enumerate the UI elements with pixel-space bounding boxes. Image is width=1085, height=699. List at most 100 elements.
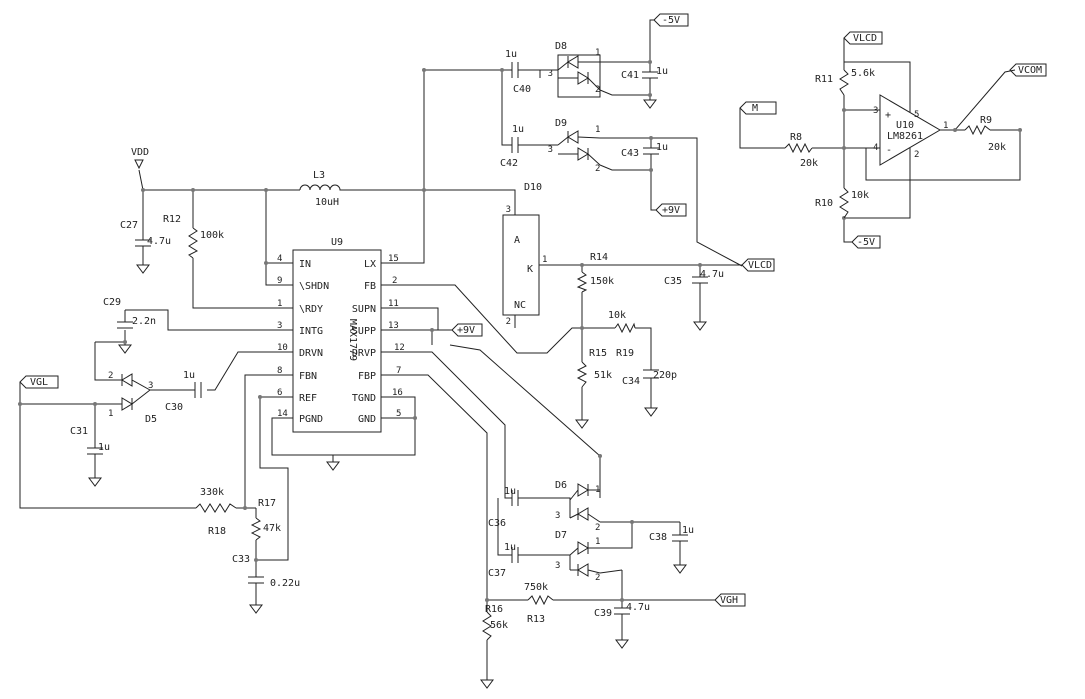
u9-pin-name: LX — [364, 259, 376, 270]
d10-ref: D10 — [524, 182, 542, 193]
ground-icon — [643, 99, 657, 109]
u9-pin-name: INTG — [299, 326, 323, 337]
u10-pin-num: 4 — [873, 143, 878, 153]
r13-ref: R13 — [527, 614, 545, 625]
u9-pin-num: 13 — [388, 321, 399, 331]
r14-value: 150k — [590, 276, 614, 287]
u9-pin-name: IN — [299, 259, 311, 270]
r11-ref: R11 — [815, 74, 833, 85]
c41-value: 1u — [656, 66, 668, 77]
resistors: R12 100k R14 150k R15 51k R19 10k R18 33… — [163, 62, 1006, 641]
ground-icon — [615, 639, 629, 649]
ground-icon — [693, 321, 707, 331]
c40-value: 1u — [505, 49, 517, 60]
c37-value: 1u — [504, 542, 516, 553]
d10-pin-num: 3 — [506, 205, 511, 215]
net-tag-vgh: VGH — [720, 595, 738, 606]
c43-ref: C43 — [621, 148, 639, 159]
u10-part: LM8261 — [887, 131, 923, 142]
net-tag-vdd: VDD — [131, 147, 149, 158]
u9-ref: U9 — [331, 237, 343, 248]
c35-ref: C35 — [664, 276, 682, 287]
u9-pin-num: 5 — [396, 409, 401, 419]
u9-pin-name: FBN — [299, 371, 317, 382]
r18-value: 330k — [200, 487, 224, 498]
c33-value: 0.22u — [270, 578, 300, 589]
wires — [19, 19, 1021, 680]
u9-pin-name: TGND — [352, 393, 376, 404]
r15-ref: R15 — [589, 348, 607, 359]
ground-icon — [644, 407, 658, 417]
u9-pin-num: 1 — [277, 299, 282, 309]
d7-pin: 3 — [555, 561, 560, 571]
u9-pin-num: 8 — [277, 366, 282, 376]
c35-value: 4.7u — [700, 269, 724, 280]
r17-value: 47k — [263, 523, 281, 534]
d10-cathode-label: K — [527, 264, 533, 275]
u9-pin-num: 2 — [392, 276, 397, 286]
net-tag-pos9-u9: +9V — [457, 325, 475, 336]
c34-ref: C34 — [622, 376, 640, 387]
d9-pin: 1 — [595, 125, 600, 135]
ground-icon — [88, 477, 102, 487]
u9-pin-name: REF — [299, 393, 317, 404]
u9-pin-name: GND — [358, 414, 376, 425]
c39-ref: C39 — [594, 608, 612, 619]
c38-value: 1u — [682, 525, 694, 536]
c38-ref: C38 — [649, 532, 667, 543]
c43-value: 1u — [656, 142, 668, 153]
d6-ref: D6 — [555, 480, 567, 491]
u9-pin-name: DRVP — [352, 348, 376, 359]
u9-pin-name: DRVN — [299, 348, 323, 359]
net-tag-vlcd-top: VLCD — [853, 33, 877, 44]
u9-pin-num: 12 — [394, 343, 405, 353]
r10-ref: R10 — [815, 198, 833, 209]
c39-value: 4.7u — [626, 602, 650, 613]
c30-ref: C30 — [165, 402, 183, 413]
u10-pin-num: 5 — [914, 110, 919, 120]
d7-ref: D7 — [555, 530, 567, 541]
ground-icon — [480, 679, 494, 689]
u9-pin-name: SUPP — [352, 326, 376, 337]
u9-pin-num: 6 — [277, 388, 282, 398]
r13-value: 750k — [524, 582, 548, 593]
u9-pin-name: PGND — [299, 414, 323, 425]
r16-value: 56k — [490, 620, 508, 631]
net-tag-vcom: VCOM — [1018, 65, 1042, 76]
r12-ref: R12 — [163, 214, 181, 225]
d9-pin: 2 — [595, 164, 600, 174]
u9-pin-name: FBP — [358, 371, 376, 382]
net-tag-neg5-r10: -5V — [857, 237, 875, 248]
d10-pin-num: 1 — [542, 255, 547, 265]
net-tag-vlcd-right: VLCD — [748, 260, 772, 271]
r16-ref: R16 — [485, 604, 503, 615]
d9-ref: D9 — [555, 118, 567, 129]
c34-value: 220p — [653, 370, 677, 381]
d5-ref: D5 — [145, 414, 157, 425]
diodes-dual: D8 1 3 2 D9 1 3 2 D5 2 3 1 — [108, 41, 601, 583]
r19-value: 10k — [608, 310, 626, 321]
net-tags: VDD -5V +9V +9V VLCD VGL VGH VLCD VCOM M… — [19, 13, 1047, 607]
u9-pin-num: 4 — [277, 254, 282, 264]
ground-icon — [136, 264, 150, 274]
d10-anode-label: A — [514, 235, 520, 246]
c31-ref: C31 — [70, 426, 88, 437]
c31-value: 1u — [98, 442, 110, 453]
net-tag-vgl: VGL — [30, 377, 48, 388]
net-tag-neg5-top: -5V — [662, 15, 680, 26]
c27-value: 4.7u — [147, 236, 171, 247]
r14-ref: R14 — [590, 252, 608, 263]
r19-ref: R19 — [616, 348, 634, 359]
d8-pin: 2 — [595, 85, 600, 95]
r8-value: 20k — [800, 158, 818, 169]
r9-ref: R9 — [980, 115, 992, 126]
junction-dots — [18, 60, 1022, 602]
c27-ref: C27 — [120, 220, 138, 231]
d8-pin: 1 — [595, 48, 600, 58]
d7-pin: 1 — [595, 537, 600, 547]
d8-ref: D8 — [555, 41, 567, 52]
u10-ref: U10 — [896, 120, 914, 131]
u10-pin-num: 3 — [873, 106, 878, 116]
d5-pin: 2 — [108, 371, 113, 381]
